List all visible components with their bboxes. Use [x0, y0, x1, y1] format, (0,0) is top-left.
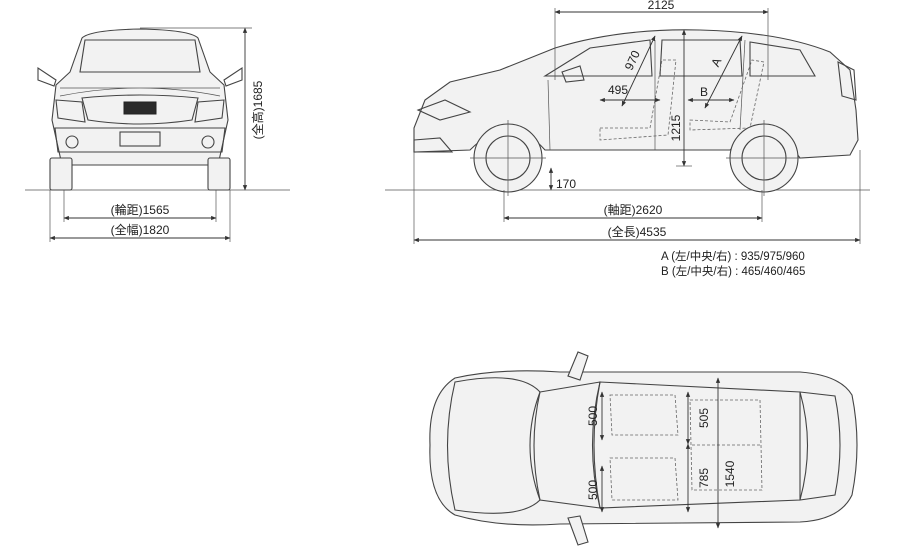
top-rear-seat-upper: 505: [697, 408, 711, 428]
side-dim-495: 495: [608, 83, 628, 97]
side-top-dim: 2125: [648, 0, 675, 12]
top-view: 500 500 505 785 1540: [429, 351, 858, 546]
side-label-b: B: [700, 85, 708, 99]
front-car-body: [37, 28, 243, 191]
side-ground-clearance: 170: [556, 177, 576, 191]
side-interior-height: 1215: [669, 114, 683, 141]
front-width-label: (全幅)1820: [111, 222, 170, 237]
top-front-seat-upper: 500: [586, 406, 600, 426]
side-length-label: (全長)4535: [608, 224, 667, 239]
top-rear-seat-lower: 785: [697, 468, 711, 488]
front-height-label: (全高)1685: [250, 80, 265, 139]
side-view: 2125 970 A 495 B 1215 170 (軸距)2620 (全長)4…: [385, 0, 870, 244]
top-front-seat-lower: 500: [586, 480, 600, 500]
note-b: B (左/中央/右) : 465/460/465: [661, 264, 805, 278]
note-a: A (左/中央/右) : 935/975/960: [661, 249, 805, 263]
top-rear-total: 1540: [723, 460, 737, 487]
front-tread-label: (輪距)1565: [111, 202, 170, 217]
top-car-body: [429, 351, 858, 546]
notes: A (左/中央/右) : 935/975/960 B (左/中央/右) : 46…: [661, 249, 805, 278]
front-view: (全高)1685 (輪距)1565 (全幅)1820: [25, 27, 290, 242]
side-wheelbase-label: (軸距)2620: [604, 203, 663, 217]
